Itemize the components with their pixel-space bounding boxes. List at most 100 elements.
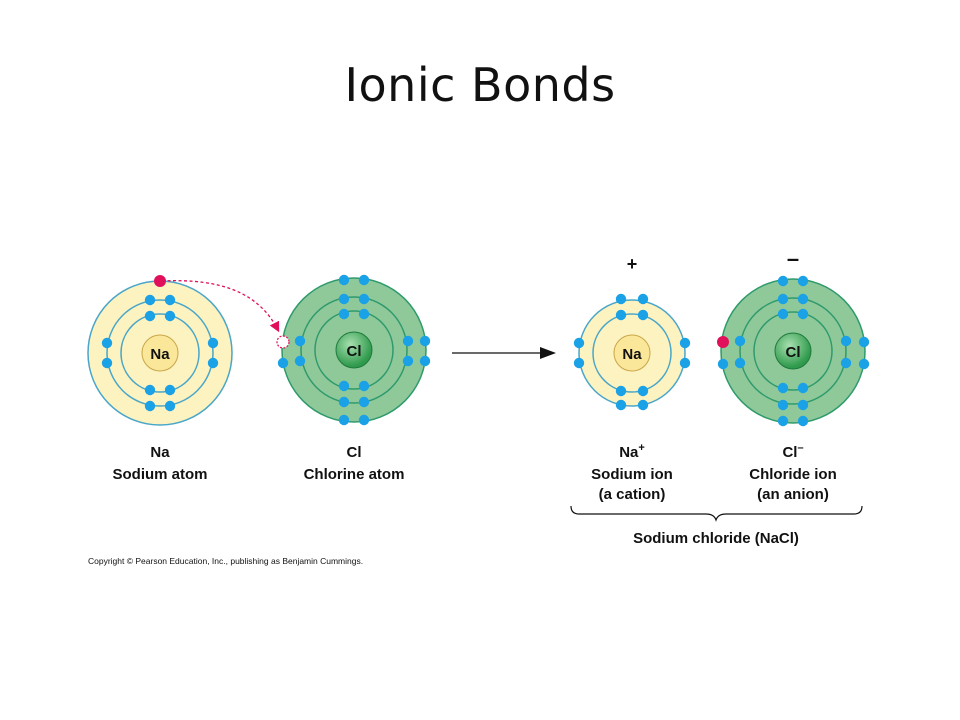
- cl-ion-electron: [734, 335, 746, 347]
- na-ion-charge: +: [627, 254, 638, 274]
- reaction-arrowhead: [540, 347, 556, 359]
- transferred-electron: [154, 275, 166, 287]
- cl-ion-symbol-label: Cl–: [782, 442, 803, 461]
- cl-ion-name: Chloride ion: [749, 466, 837, 483]
- cl-atom-shell-1: [314, 310, 394, 390]
- na-ion-kind: (a cation): [599, 486, 666, 503]
- cl-ion-electron: [717, 358, 729, 370]
- cl-atom-symbol-label: Cl: [347, 444, 362, 461]
- na-atom-nucleus: [141, 334, 179, 372]
- na-atom-symbol-label: Na: [150, 444, 170, 461]
- cl-ion-charge: –: [787, 246, 799, 271]
- cl-atom-nucleus-symbol: Cl: [347, 343, 362, 360]
- na-ion-symbol-label: Na+: [619, 442, 645, 461]
- cl-atom-electron: [358, 274, 370, 286]
- cl-ion-electron: [797, 399, 809, 411]
- cl-ion-electron: [777, 293, 789, 305]
- na-ion-electron: [615, 399, 627, 411]
- cl-atom-electron: [358, 308, 370, 320]
- cl-ion-electron: [797, 382, 809, 394]
- cl-ion-electron: [797, 415, 809, 427]
- cl-ion-electron: [777, 308, 789, 320]
- cl-atom-nucleus: [335, 331, 373, 369]
- cl-atom-electron: [358, 293, 370, 305]
- electrons-layer: [101, 274, 870, 427]
- na-atom-name: Sodium atom: [112, 466, 207, 483]
- na-atom-electron: [207, 357, 219, 369]
- na-ion-nucleus: [613, 334, 651, 372]
- cl-ion-electron: [777, 275, 789, 287]
- na-atom-electron: [144, 294, 156, 306]
- electron-vacancy-slot: [276, 335, 290, 349]
- cl-ion-electron: [734, 357, 746, 369]
- na-ion-electron: [679, 357, 691, 369]
- na-atom-shell-1: [120, 313, 200, 393]
- na-ion-electron: [615, 385, 627, 397]
- na-atom-electron: [101, 357, 113, 369]
- cl-ion-electron: [858, 336, 870, 348]
- compound-label: Sodium chloride (NaCl): [633, 530, 799, 547]
- na-ion-name: Sodium ion: [591, 466, 673, 483]
- cl-atom-electron: [277, 357, 289, 369]
- na-atom-electron: [164, 294, 176, 306]
- na-ion-electron: [615, 309, 627, 321]
- cl-atom-electron: [338, 274, 350, 286]
- na-ion-electron: [573, 337, 585, 349]
- cl-atom-electron: [338, 380, 350, 392]
- na-ion-electron: [637, 309, 649, 321]
- compound-brace: [570, 505, 863, 522]
- cl-atom-electron: [338, 396, 350, 408]
- cl-atom-electron: [358, 414, 370, 426]
- cl-atom-name: Chlorine atom: [304, 466, 405, 483]
- na-atom-electron: [144, 400, 156, 412]
- cl-ion-electron: [777, 399, 789, 411]
- cl-atom-electron: [294, 355, 306, 367]
- cl-ion-nucleus-symbol: Cl: [786, 344, 801, 361]
- na-ion-electron: [573, 357, 585, 369]
- cl-atom-electron: [294, 335, 306, 347]
- cl-atom-electron: [402, 335, 414, 347]
- na-ion-nucleus-symbol: Na: [622, 346, 642, 363]
- cl-ion-shell-2: [739, 297, 847, 405]
- na-atom-electron: [144, 384, 156, 396]
- cl-atom-electron: [419, 355, 431, 367]
- gained-electron: [717, 336, 729, 348]
- na-atom-electron: [101, 337, 113, 349]
- chloride-ion: Cl: [720, 278, 866, 424]
- na-ion-electron: [637, 385, 649, 397]
- na-atom-electron: [207, 337, 219, 349]
- cl-atom-electron: [338, 414, 350, 426]
- na-atom-shell-2: [106, 299, 214, 407]
- na-atom-electron: [164, 310, 176, 322]
- cl-ion-electron: [858, 358, 870, 370]
- cl-ion-electron: [840, 357, 852, 369]
- na-atom-electron: [164, 384, 176, 396]
- na-atom-electron: [164, 400, 176, 412]
- cl-ion-electron: [777, 415, 789, 427]
- na-ion-electron: [679, 337, 691, 349]
- sodium-ion: Na: [578, 299, 686, 407]
- chlorine-atom: Cl: [281, 277, 427, 423]
- cl-ion-electron: [797, 308, 809, 320]
- na-ion-electron: [615, 293, 627, 305]
- cl-ion-electron: [797, 275, 809, 287]
- cl-atom-electron: [338, 308, 350, 320]
- cl-ion-electron: [777, 382, 789, 394]
- cl-ion-electron: [797, 293, 809, 305]
- cl-atom-electron: [358, 396, 370, 408]
- cl-atom-electron: [358, 380, 370, 392]
- cl-ion-kind: (an anion): [757, 486, 829, 503]
- cl-atom-electron: [338, 293, 350, 305]
- na-atom-electron: [144, 310, 156, 322]
- na-ion-electron: [637, 399, 649, 411]
- cl-ion-nucleus: [774, 332, 812, 370]
- na-atom-nucleus-symbol: Na: [150, 346, 170, 363]
- cl-atom-shell-2: [300, 296, 408, 404]
- cl-ion-shell-1: [753, 311, 833, 391]
- copyright-notice: Copyright © Pearson Education, Inc., pub…: [88, 556, 363, 566]
- cl-atom-electron: [402, 355, 414, 367]
- cl-atom-electron: [419, 335, 431, 347]
- na-ion-electron: [637, 293, 649, 305]
- electron-transfer-arrow: [161, 280, 280, 333]
